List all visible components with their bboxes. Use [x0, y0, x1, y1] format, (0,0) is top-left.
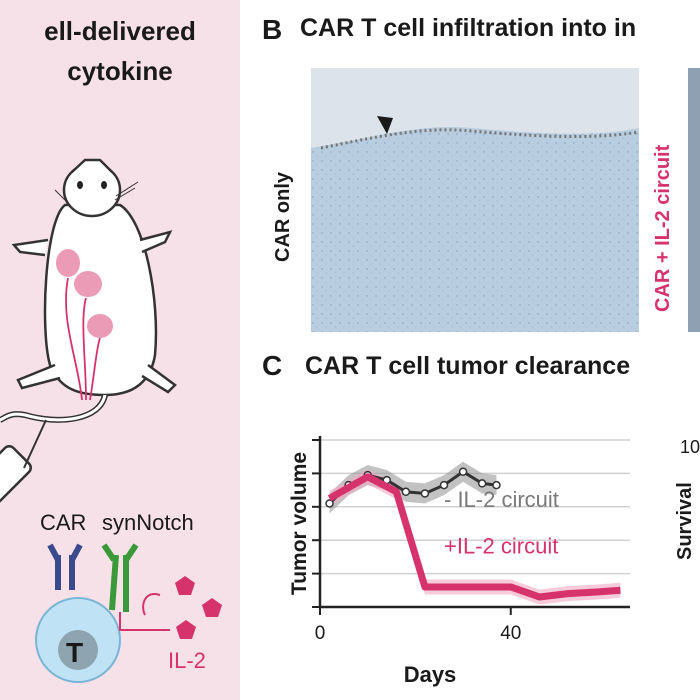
data-point-minus-il2 [401, 487, 411, 497]
syringe-icon [0, 419, 47, 509]
label-il2: IL-2 [168, 648, 206, 673]
tumor [56, 249, 80, 277]
arrow [89, 337, 101, 401]
data-point-minus-il2 [492, 480, 501, 490]
right-chart-ylabel-partial: Survival [674, 482, 696, 560]
x-tick-label: 40 [500, 623, 521, 644]
micrograph-car-only [311, 68, 639, 332]
series-line-plus-il2 [327, 473, 621, 601]
panel-c-letter: C [262, 350, 283, 381]
right-chart-axis-partial: 10 [680, 437, 700, 457]
data-point-minus-il2 [477, 479, 487, 488]
il-2-molecule-icon [175, 576, 195, 595]
panel-a-title-line2: cytokine [67, 56, 173, 86]
arrow [82, 297, 87, 401]
series-label-minus-il2: - IL-2 circuit [444, 487, 559, 512]
arrow [119, 612, 170, 631]
tumor [87, 314, 113, 338]
label-t: T [66, 637, 84, 668]
arrowhead-marker [377, 116, 393, 134]
panel-b-title: CAR T cell infiltration into in [300, 14, 637, 42]
x-axis-label: Days [404, 662, 457, 687]
panel-a-title-line1: ell-delivered [44, 16, 196, 46]
panel-b-letter: B [262, 14, 283, 45]
car-receptor-icon [47, 543, 83, 590]
label-car-il2-circuit: CAR + IL-2 circuit [652, 144, 674, 312]
data-point-minus-il2 [420, 489, 430, 498]
label-car-only: CAR only [272, 172, 294, 262]
data-point-minus-il2 [458, 467, 468, 476]
arrow [142, 593, 161, 616]
panel-a-illustration [0, 158, 222, 683]
data-point-minus-il2 [439, 480, 449, 490]
t-cell-nucleus [58, 630, 98, 670]
arrow [65, 277, 83, 401]
tumor [74, 271, 102, 297]
label-synnotch: synNotch [102, 510, 194, 535]
data-point-minus-il2 [325, 499, 334, 508]
panel-c-title: CAR T cell tumor clearance [305, 352, 631, 380]
x-tick-label: 0 [315, 623, 326, 644]
series-label-plus-il2: +IL-2 circuit [444, 534, 558, 559]
il-2-molecule-icon [176, 620, 196, 639]
micrograph-car-il2 [688, 68, 700, 332]
y-axis-label: Tumor volume [288, 452, 311, 595]
synnotch-receptor-icon [101, 543, 139, 612]
il-2-molecule-icon [202, 598, 222, 617]
label-car: CAR [40, 510, 87, 535]
